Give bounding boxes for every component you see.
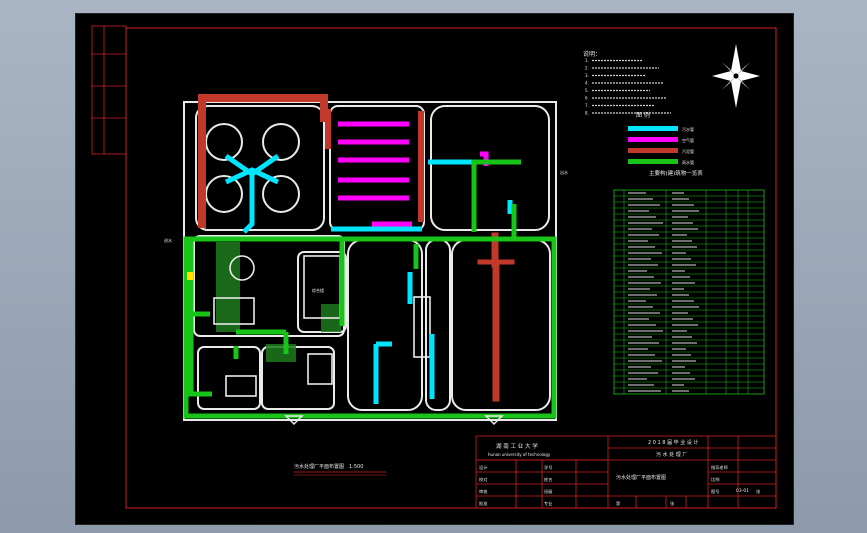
plan-caption: 污水处理厂平面布置图 1:500 [294, 463, 363, 470]
title-block-label: 批准 [479, 500, 487, 507]
legend-swatch [628, 148, 678, 153]
clarifier-3 [205, 175, 243, 213]
table-title: 主要构(建)筑物一览表 [649, 169, 703, 177]
sludge-pipes [198, 94, 515, 402]
title-block-label: 第 [616, 500, 620, 507]
drawing-frame [125, 27, 777, 509]
site-plan: 综合楼 [164, 94, 568, 426]
block-sw-b [261, 346, 335, 410]
legend-swatch [628, 126, 678, 131]
title-block-label: 学号 [544, 464, 552, 471]
sewage-pipes [224, 153, 513, 404]
title-block-label: 比例 [711, 476, 719, 483]
cad-viewport[interactable]: 说明： 1. 2. 3. 4. 5. 6. 7. 8. 图 例 污水管空气管污泥管雨水管 主要… [75, 13, 794, 525]
inlet-label: 进水 [164, 237, 172, 243]
inlet-marker [187, 272, 193, 280]
clarifier-1 [205, 123, 243, 161]
grit-chamber [229, 255, 255, 281]
note-number: 6. [585, 96, 589, 101]
building-label: 综合楼 [312, 287, 324, 293]
title-block-label: 指导老师 [711, 464, 728, 471]
note-number: 8. [585, 111, 589, 116]
title-block-label: 张 [670, 500, 675, 507]
clarifier-2 [262, 123, 300, 161]
school-name-en: hunan university of technology [488, 452, 551, 457]
title-block-label: 审核 [479, 488, 488, 495]
drawing-name: 污水处理厂平面布置图 [616, 474, 666, 481]
air-pipes [338, 121, 489, 227]
title-block-label: 校对 [479, 476, 487, 483]
legend-swatch [628, 137, 678, 142]
block-road-west [347, 239, 423, 411]
binding-strip [91, 25, 127, 155]
notes-block: 说明： 1. 2. 3. 4. 5. 6. 7. 8. [583, 50, 671, 116]
title-block: 湖 南 工 业 大 学 hunan university of technolo… [475, 435, 777, 509]
garage [225, 375, 257, 397]
landscaping [216, 242, 341, 362]
block-sw-a [197, 346, 261, 410]
title-block-label: 姓名 [544, 476, 552, 483]
drawing-number: 03-01 [736, 488, 749, 494]
title-block-label: 图号 [711, 489, 719, 495]
school-name: 湖 南 工 业 大 学 [496, 442, 538, 450]
title-block-label: 张 [756, 488, 761, 495]
legend-label: 雨水管 [682, 159, 694, 165]
legend-label: 污水管 [682, 126, 694, 132]
clarifier-4 [262, 175, 300, 213]
gates [284, 415, 504, 426]
block-secondary-clarifier [195, 105, 325, 231]
note-number: 4. [585, 81, 589, 86]
title-block-label: 专业 [544, 500, 552, 507]
title-block-label: 班级 [544, 488, 553, 495]
legend-swatch [628, 159, 678, 164]
note-number: 7. [585, 103, 589, 108]
lab-building [307, 353, 333, 385]
legend-title: 图 例 [636, 111, 650, 119]
note-number: 1. [585, 58, 589, 63]
structures-table: 主要构(建)筑物一览表 [613, 169, 765, 395]
legend-label: 污泥管 [682, 148, 694, 154]
notes-title: 说明： [583, 50, 601, 58]
rain-pipes [183, 159, 557, 419]
note-number: 3. [585, 73, 589, 78]
title-block-label: 设计 [479, 464, 487, 471]
pump-house [213, 297, 255, 325]
note-number: 5. [585, 88, 589, 93]
filter-unit [413, 296, 431, 358]
note-number: 2. [585, 66, 589, 71]
design-title: 2 0 1 8 届 毕 业 设 计 [648, 439, 698, 446]
legend-label: 空气管 [682, 137, 694, 143]
north-arrow-icon [712, 44, 760, 108]
block-east [451, 239, 551, 411]
project-name: 污 水 处 理 厂 [656, 451, 687, 458]
block-sludge [430, 105, 550, 231]
outlet-label: 出水 [560, 169, 568, 175]
